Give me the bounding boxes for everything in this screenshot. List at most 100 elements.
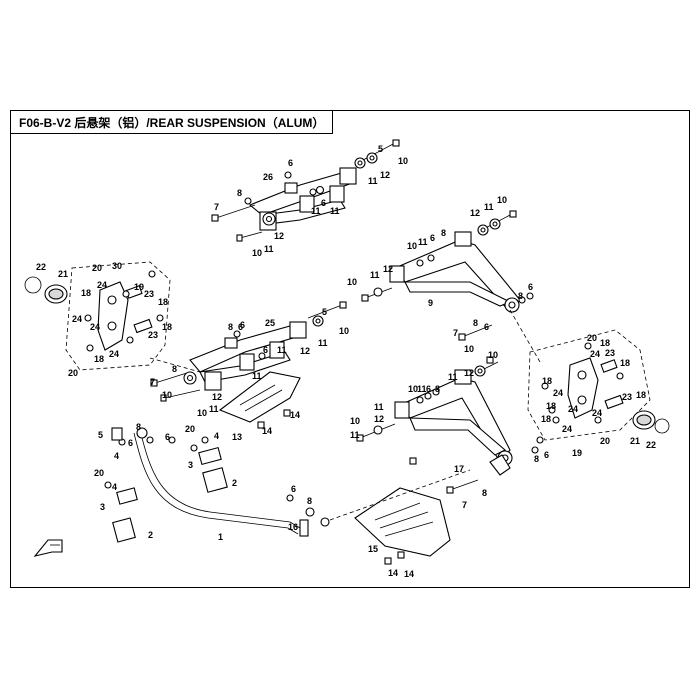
forward-direction-arrow-icon bbox=[33, 539, 63, 557]
callout: 6 bbox=[544, 450, 549, 460]
callout: 10 bbox=[339, 326, 349, 336]
callout: 6 bbox=[484, 322, 489, 332]
callout: 23 bbox=[622, 392, 632, 402]
callout: 20 bbox=[600, 436, 610, 446]
callout: 11 bbox=[330, 206, 340, 216]
left-knuckle-group-outline bbox=[65, 261, 171, 371]
callout: 4 bbox=[214, 431, 219, 441]
callout: 21 bbox=[630, 436, 640, 446]
callout: 10 bbox=[407, 241, 417, 251]
callout: 11 bbox=[318, 338, 328, 348]
callout: 8 bbox=[482, 488, 487, 498]
lower-middle-bolts bbox=[356, 356, 544, 494]
callout: 10 bbox=[350, 416, 360, 426]
callout: 8 bbox=[534, 454, 539, 464]
callout: 18 bbox=[81, 288, 91, 298]
callout: 19 bbox=[572, 448, 582, 458]
callout: 23 bbox=[148, 330, 158, 340]
callout: 14 bbox=[404, 569, 414, 579]
callout: 18 bbox=[542, 376, 552, 386]
callout: 6 bbox=[321, 198, 326, 208]
callout: 12 bbox=[274, 231, 284, 241]
callout: 14 bbox=[262, 426, 272, 436]
callout: 20 bbox=[185, 424, 195, 434]
callout: 5 bbox=[378, 144, 383, 154]
callout: 11 bbox=[418, 237, 428, 247]
callout: 24 bbox=[109, 349, 119, 359]
callout: 7 bbox=[150, 377, 155, 387]
diagram-frame: F06-B-V2 后悬架（铝）/REAR SUSPENSION（ALUM） bbox=[10, 110, 690, 588]
diagram-title: F06-B-V2 后悬架（铝）/REAR SUSPENSION（ALUM） bbox=[11, 111, 334, 134]
callout: 6 bbox=[165, 432, 170, 442]
left-knuckle-group bbox=[24, 270, 164, 352]
callout: 18 bbox=[600, 338, 610, 348]
callout: 26 bbox=[263, 172, 273, 182]
callout: 18 bbox=[158, 297, 168, 307]
callout: 7 bbox=[462, 500, 467, 510]
callout: 12 bbox=[374, 414, 384, 424]
callout: 24 bbox=[90, 322, 100, 332]
callout: 14 bbox=[388, 568, 398, 578]
callout: 10 bbox=[197, 408, 207, 418]
callout: 16 bbox=[288, 522, 298, 532]
callout: 20 bbox=[92, 263, 102, 273]
callout: 10 bbox=[408, 384, 418, 394]
callout: 6 bbox=[288, 158, 293, 168]
callout: 5 bbox=[322, 307, 327, 317]
callout: 11 bbox=[417, 384, 427, 394]
callout: 14 bbox=[290, 410, 300, 420]
callout: 23 bbox=[144, 289, 154, 299]
upper-arm-middle bbox=[189, 321, 307, 391]
callout: 8 bbox=[237, 188, 242, 198]
callout: 10 bbox=[488, 350, 498, 360]
callout: 30 bbox=[112, 261, 122, 271]
callout: 8 bbox=[307, 496, 312, 506]
callout: 8 bbox=[435, 384, 440, 394]
callout: 6 bbox=[240, 320, 245, 330]
upper-top-bolts bbox=[211, 139, 400, 242]
callout: 8 bbox=[228, 322, 233, 332]
callout: 11 bbox=[370, 270, 380, 280]
callout: 15 bbox=[368, 544, 378, 554]
callout: 8 bbox=[441, 228, 446, 238]
callout: 10 bbox=[464, 344, 474, 354]
callout: 20 bbox=[94, 468, 104, 478]
leader-left-knuckle bbox=[149, 357, 201, 373]
callout: 8 bbox=[172, 364, 177, 374]
callout: 19 bbox=[134, 282, 144, 292]
stabilizer-bar bbox=[104, 427, 330, 543]
callout: 13 bbox=[232, 432, 242, 442]
callout: 6 bbox=[128, 438, 133, 448]
callout: 6 bbox=[426, 384, 431, 394]
callout: 6 bbox=[238, 322, 243, 332]
callout: 10 bbox=[252, 248, 262, 258]
callout: 6 bbox=[263, 345, 268, 355]
callout: 11 bbox=[209, 404, 219, 414]
callout: 24 bbox=[553, 388, 563, 398]
callout: 20 bbox=[587, 333, 597, 343]
callout: 11 bbox=[277, 345, 287, 355]
heat-shield-large bbox=[354, 487, 451, 565]
callout: 2 bbox=[232, 478, 237, 488]
callout: 8 bbox=[518, 291, 523, 301]
callout: 12 bbox=[380, 170, 390, 180]
callout: 24 bbox=[590, 349, 600, 359]
callout: 10 bbox=[398, 156, 408, 166]
callout: 24 bbox=[72, 314, 82, 324]
leader-stab-link bbox=[329, 469, 471, 521]
callout: 18 bbox=[546, 401, 556, 411]
upper-middle-bolts bbox=[150, 301, 347, 402]
lower-top-bolts bbox=[361, 210, 534, 341]
callout: 21 bbox=[58, 269, 68, 279]
callout: 9 bbox=[428, 298, 433, 308]
callout: 22 bbox=[36, 262, 46, 272]
callout: 25 bbox=[265, 318, 275, 328]
callout: 7 bbox=[214, 202, 219, 212]
callout: 18 bbox=[636, 390, 646, 400]
callout: 18 bbox=[162, 322, 172, 332]
callout: 10 bbox=[162, 390, 172, 400]
callout: 8 bbox=[136, 422, 141, 432]
callout: 11 bbox=[350, 430, 360, 440]
callout: 10 bbox=[347, 277, 357, 287]
